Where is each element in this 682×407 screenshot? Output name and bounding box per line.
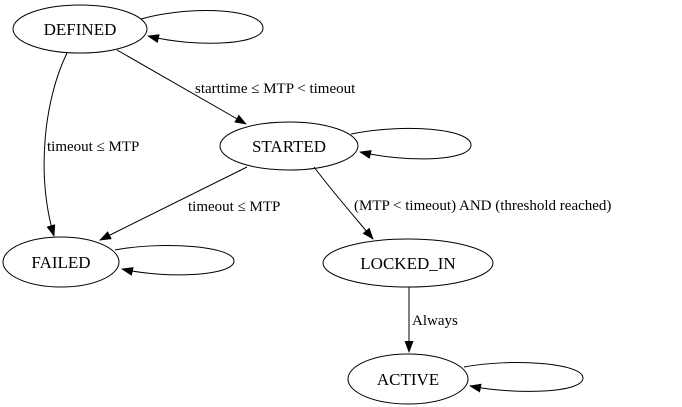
edge-defined-to-failed [43, 52, 68, 237]
edge-label-locked_in-to-active: Always [412, 313, 458, 329]
node-label-locked_in: LOCKED_IN [360, 254, 455, 273]
edge-defined-to-started [116, 49, 247, 125]
node-label-started: STARTED [252, 137, 326, 156]
self-loop-active [463, 362, 584, 393]
edge-label-defined-to-started: starttime ≤ MTP < timeout [195, 81, 356, 97]
edge-label-started-to-locked_in: (MTP < timeout) AND (threshold reached) [354, 198, 611, 214]
edge-started-to-failed [99, 166, 248, 241]
nodes-layer: DEFINED STARTED FAILED LOCKED_IN ACTIVE [2, 4, 584, 405]
node-label-active: ACTIVE [377, 370, 439, 389]
node-ellipse-active [347, 353, 469, 405]
edge-label-started-to-failed: timeout ≤ MTP [188, 199, 280, 215]
edges-layer: starttime ≤ MTP < timeout timeout ≤ MTP ti… [43, 49, 611, 353]
self-loop-failed [114, 245, 235, 276]
state-node-defined: DEFINED [12, 4, 264, 54]
edge-label-defined-to-failed: timeout ≤ MTP [47, 139, 139, 155]
self-loop-started [350, 127, 472, 160]
node-ellipse-started [219, 121, 359, 171]
state-node-active: ACTIVE [347, 353, 584, 405]
self-loop-defined [140, 10, 264, 44]
state-node-failed: FAILED [2, 236, 235, 288]
edge-started-to-locked_in [313, 166, 374, 240]
node-ellipse-failed [2, 236, 120, 288]
node-ellipse-defined [12, 4, 148, 54]
node-ellipse-locked_in [322, 238, 494, 288]
state-node-locked_in: LOCKED_IN [322, 238, 494, 288]
state-node-started: STARTED [219, 121, 472, 171]
node-label-failed: FAILED [31, 253, 90, 272]
node-label-defined: DEFINED [44, 20, 117, 39]
